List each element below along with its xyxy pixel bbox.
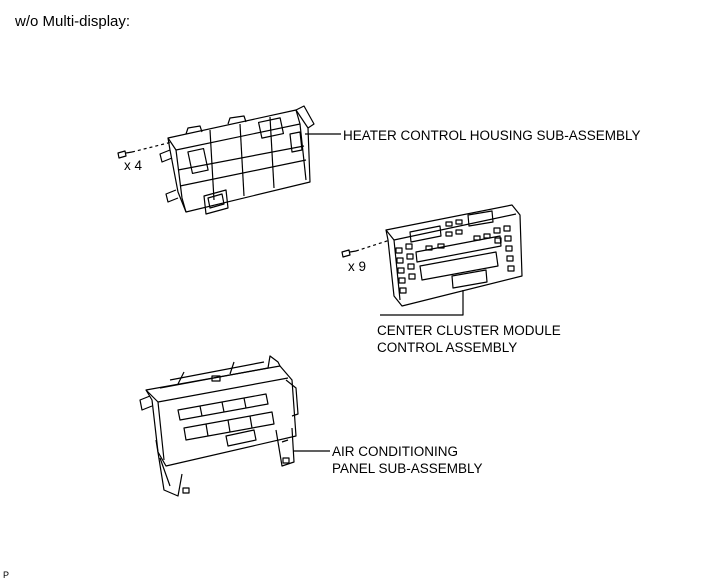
figure-code: P bbox=[3, 570, 10, 580]
label-center-cluster-line1: CENTER CLUSTER MODULE bbox=[377, 323, 561, 338]
label-center-cluster-line2: CONTROL ASSEMBLY bbox=[377, 340, 518, 355]
screw-icon-heater bbox=[117, 150, 133, 159]
leader-dashed-center-cluster bbox=[355, 239, 391, 252]
screw-count-heater-housing: x 4 bbox=[124, 158, 143, 173]
screw-count-center-cluster: x 9 bbox=[348, 259, 367, 274]
label-heater-control-housing: HEATER CONTROL HOUSING SUB-ASSEMBLY bbox=[343, 128, 641, 143]
leader-line-center-cluster bbox=[380, 290, 464, 316]
leader-dashed-heater bbox=[131, 141, 173, 153]
screw-icon-center-cluster bbox=[341, 249, 357, 258]
ac-panel-drawing bbox=[139, 355, 299, 497]
page-title: w/o Multi-display: bbox=[15, 13, 131, 30]
label-ac-panel-line1: AIR CONDITIONING bbox=[332, 444, 459, 459]
center-cluster-module-drawing bbox=[385, 204, 523, 307]
heater-control-housing-drawing bbox=[159, 105, 315, 215]
label-ac-panel-line2: PANEL SUB-ASSEMBLY bbox=[332, 461, 483, 476]
